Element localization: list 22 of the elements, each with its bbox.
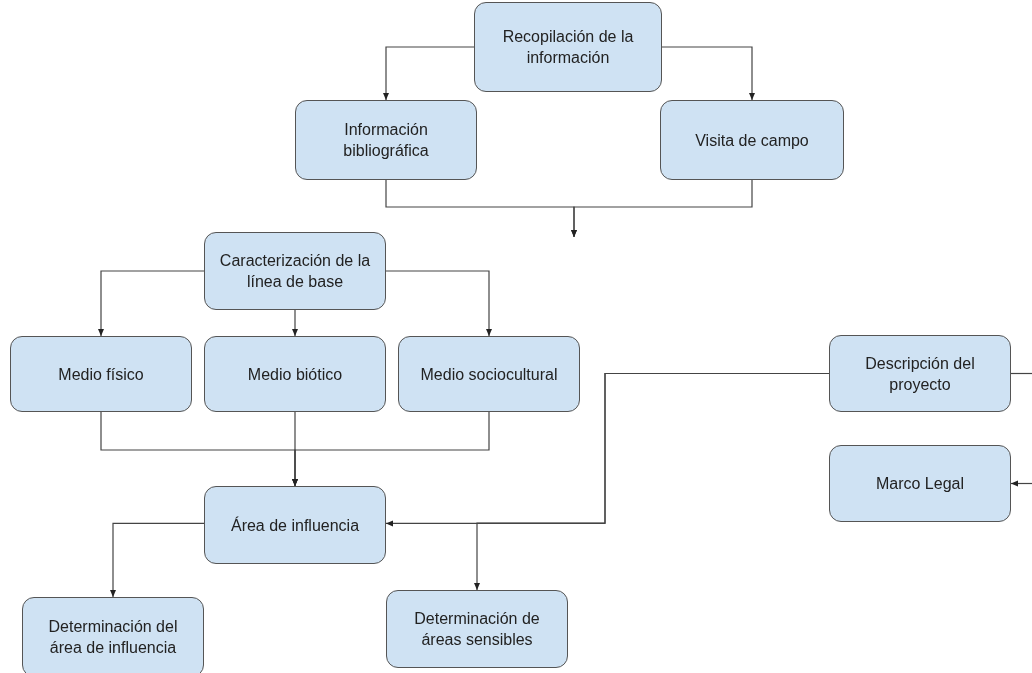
process-box: Determinación de áreas sensibles [386,590,568,668]
arrow [1010,480,1032,487]
arrow [292,411,490,487]
process-box: Medio biótico [204,336,386,412]
arrow [571,179,753,238]
arrow [661,46,755,101]
process-box: Caracterización de la línea de base [204,232,386,310]
process-box: Información bibliográfica [295,100,477,180]
process-box: Medio físico [10,336,192,412]
arrow [110,522,205,598]
process-box: Visita de campo [660,100,844,180]
process-box: Recopilación de la información [474,2,662,92]
process-box: Determinación del área de influencia [22,597,204,673]
process-box: Área de influencia [204,486,386,564]
arrow [385,270,492,337]
connector-line [1010,372,1032,375]
process-box: Marco Legal [829,445,1011,522]
process-box: Medio sociocultural [398,336,580,412]
arrow [292,309,298,337]
arrow [98,270,205,337]
process-box: Descripción del proyecto [829,335,1011,412]
arrow [383,46,475,101]
